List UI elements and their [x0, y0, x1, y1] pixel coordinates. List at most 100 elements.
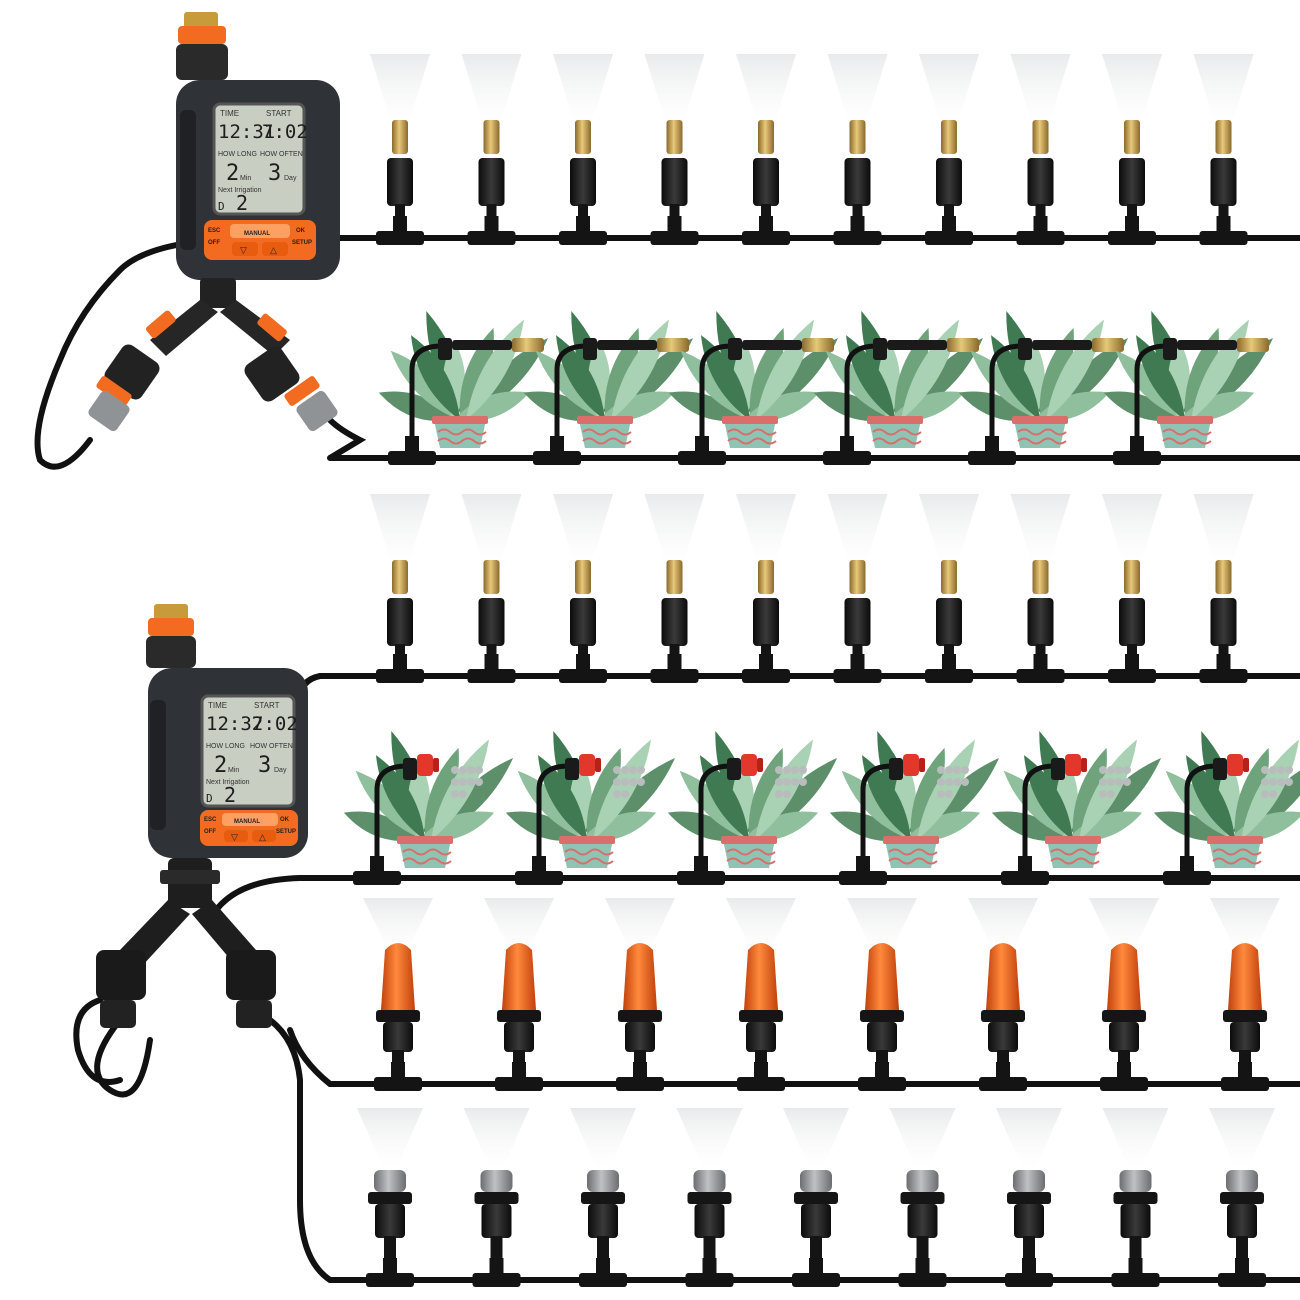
plant-leaf [813, 391, 889, 422]
tee-connector [678, 451, 726, 465]
mist-spray [1102, 494, 1162, 572]
brass-nozzle [575, 560, 591, 594]
nozzle-rows [330, 54, 1300, 1287]
nozzle-holder [661, 158, 688, 206]
tee-connector [1199, 231, 1248, 245]
up-button[interactable] [262, 242, 288, 256]
emitter-stake [438, 338, 452, 360]
manual-label: MANUAL [234, 819, 260, 825]
flower-cluster [945, 766, 953, 774]
pot-pattern [726, 848, 776, 856]
lcd-start-value: 7:02 [262, 121, 308, 143]
grey-nozzle [800, 1170, 832, 1192]
brass-nozzle [666, 560, 683, 594]
flower-cluster [953, 778, 961, 786]
riser-tube [1184, 763, 1218, 878]
plant-leaf [523, 391, 599, 422]
nozzle-holder [570, 598, 596, 646]
tee-stem [1216, 216, 1231, 234]
lcd-how-often-label: HOW OFTEN [260, 151, 303, 158]
mist-spray [827, 494, 888, 572]
tee-stem [850, 216, 865, 234]
setup-label: SETUP [276, 829, 296, 835]
emitter-body [742, 340, 802, 350]
tee-stem [576, 216, 590, 234]
tee-connector [495, 1077, 543, 1091]
pot-pattern [888, 857, 938, 865]
mist-spray [1089, 898, 1159, 958]
flower-cluster [1099, 766, 1107, 774]
plant-leaf [846, 335, 895, 420]
potted-plants-brass-nozzles [330, 310, 1300, 465]
nozzle-holder [661, 598, 688, 646]
lcd-how-long-unit: Min [240, 175, 251, 182]
tee-stem [393, 216, 407, 234]
pot-rim [397, 836, 453, 844]
pot-pattern [1162, 437, 1212, 445]
flower-cluster [783, 790, 791, 798]
brass-nozzle [1032, 120, 1049, 154]
nozzle-collar [1113, 1192, 1158, 1204]
lcd-next-label: Next Irrigation [206, 779, 250, 786]
nozzle-collar [368, 1192, 412, 1204]
down-arrow-icon: ▽ [231, 832, 238, 842]
pot-pattern [872, 428, 922, 436]
flower-cluster [1107, 790, 1115, 798]
pot-pattern [582, 437, 632, 445]
nozzle-holder [1109, 1022, 1139, 1052]
nozzle-stem [810, 1236, 822, 1262]
flower-cluster [1107, 766, 1115, 774]
manual-button[interactable] [222, 813, 278, 826]
lcd-how-often-unit: Day [284, 175, 297, 182]
tee-stem [759, 216, 773, 234]
plant-leaf [604, 327, 639, 420]
hose-segment [94, 1017, 153, 1098]
red-dripper [1065, 754, 1081, 776]
tee-connector [579, 1273, 627, 1287]
pot-pattern [582, 428, 632, 436]
lcd-time-label: TIME [208, 701, 227, 710]
riser-tube [699, 343, 733, 458]
tee-connector [533, 451, 581, 465]
mist-spray [996, 1108, 1062, 1170]
lcd-how-long-unit: Min [228, 767, 239, 774]
red-dripper [1227, 754, 1243, 776]
nozzle-holder [1014, 1204, 1044, 1238]
up-button[interactable] [252, 830, 276, 842]
flower-cluster [475, 766, 483, 774]
down-button[interactable] [232, 242, 258, 256]
lcd-how-long-value: 2 [226, 161, 239, 186]
down-button[interactable] [224, 830, 248, 842]
nozzle-holder [936, 158, 962, 206]
mist-spray [1010, 494, 1071, 572]
tee-connector [792, 1273, 840, 1287]
riser-tube [860, 763, 894, 878]
plant-leaf [378, 391, 454, 422]
orange-nozzle [744, 943, 778, 1010]
flower-cluster [783, 778, 791, 786]
plant-leaf [424, 747, 459, 840]
riser-tube [844, 343, 878, 458]
tee-connector [353, 871, 401, 885]
tee-stem [391, 1062, 405, 1080]
red-dripper [417, 754, 433, 776]
manual-button[interactable] [230, 224, 290, 238]
nozzle-holder [387, 158, 413, 206]
mist-spray [463, 1108, 530, 1170]
emitter-stake [889, 758, 903, 780]
flower-cluster [1107, 778, 1115, 786]
tee-stem [695, 436, 709, 454]
flower-cluster [637, 766, 645, 774]
tee-stem [754, 1062, 768, 1080]
mist-spray [736, 494, 796, 572]
plant-leaf [505, 811, 581, 842]
brass-nozzle [483, 560, 500, 594]
tee-connector [376, 669, 424, 683]
nozzle-holder [1119, 158, 1145, 206]
flower-cluster [621, 778, 629, 786]
tee-connector [650, 669, 699, 683]
tee-connector [467, 669, 516, 683]
flower-cluster [1277, 766, 1285, 774]
brass-nozzle [941, 560, 957, 594]
flower-cluster [1115, 766, 1123, 774]
